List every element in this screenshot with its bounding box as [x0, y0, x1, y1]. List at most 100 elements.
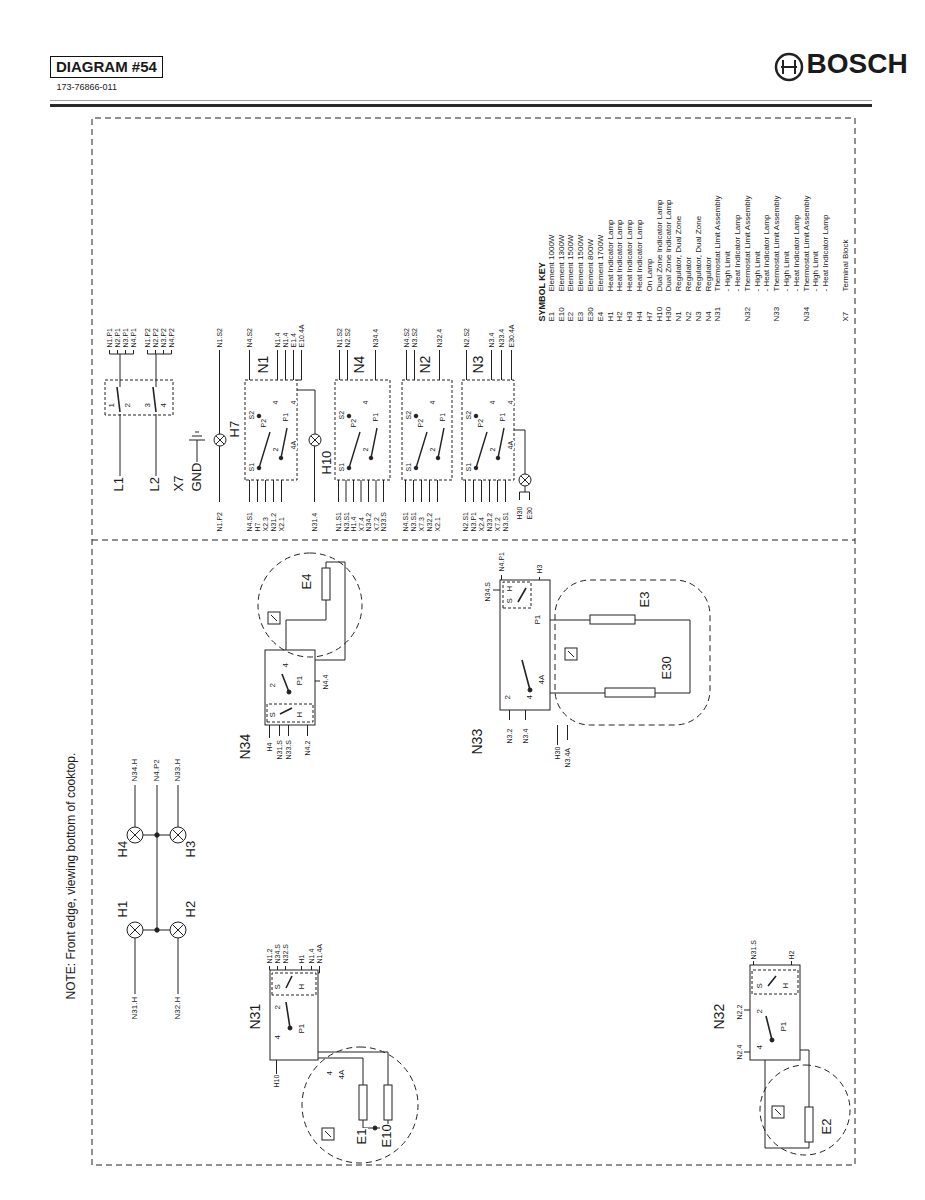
terminal-label: P2 [477, 418, 484, 428]
terminal-label: P1 [296, 675, 304, 686]
circle-symbol [760, 1065, 850, 1155]
outline-rect [752, 970, 798, 994]
wire-path [349, 428, 377, 468]
circle-symbol [302, 1047, 418, 1163]
wire-label: N32.4 [436, 328, 443, 348]
wire-label: X2.1 [434, 517, 441, 532]
wire-label: N1.4 [308, 948, 315, 964]
terminal-label: S2 [338, 410, 345, 420]
part-name: N4 [352, 355, 366, 374]
part-name: GND [190, 462, 203, 492]
key-text: N32 [744, 306, 752, 322]
part-name: N3 [471, 355, 485, 374]
circle-symbol [373, 1126, 377, 1130]
symbol-group [414, 414, 444, 470]
wire-label: E30 [526, 507, 533, 520]
key-text: Dual Zone Indicator Lamp [665, 199, 673, 292]
wire-label: E1.4 [290, 333, 297, 348]
wire-label: N33.S [380, 512, 387, 532]
key-text: - High Limit [724, 251, 732, 292]
terminal-label: P1 [298, 1023, 306, 1034]
terminal-label: 4 [489, 400, 496, 405]
part-name: L2 [148, 477, 161, 492]
terminal-label: H [506, 585, 514, 592]
wire-label: N33.H [174, 758, 182, 782]
key-text: H3 [626, 311, 634, 322]
key-text: On Lamp [646, 258, 654, 292]
wire-path [318, 1052, 388, 1128]
note-text: NOTE: Front edge, viewing bottom of cook… [65, 752, 77, 1000]
wire-path [325, 1131, 331, 1137]
key-text: H10 [656, 306, 664, 322]
wire-label: H1.4 [350, 516, 357, 532]
wire-label: N1.P2 [144, 328, 151, 348]
terminal-label: P1 [780, 1021, 788, 1032]
wire-label: X7.3 [418, 517, 425, 532]
wire-path [568, 651, 574, 657]
wire-path [286, 976, 292, 1028]
wire-label: N33.S [285, 740, 292, 760]
outline-rect [50, 104, 872, 107]
circle-symbol [257, 414, 261, 418]
wire-label: N4.S2 [403, 328, 410, 348]
key-text: H1 [607, 311, 615, 322]
wire-path [744, 961, 792, 1052]
wire-label: N32.2 [426, 512, 433, 532]
key-text: N34 [803, 306, 811, 322]
wire-path [476, 428, 504, 468]
wire-path [406, 480, 438, 502]
wire-path [775, 1109, 781, 1115]
key-text: Heat Indicator Lamp [616, 219, 624, 292]
key-text: N31 [714, 306, 722, 322]
terminal-label: 2 [756, 1009, 764, 1014]
terminal-label: 2 [272, 447, 279, 452]
wire-label: X2.3 [262, 517, 269, 532]
terminal-label: S1 [405, 462, 412, 472]
terminal-label: 1 [108, 403, 116, 408]
wire-label: N3.S1 [410, 512, 417, 532]
wire-label: N4.2 [304, 740, 311, 756]
part-name: N2 [418, 355, 432, 374]
terminal-label: 4A [538, 674, 546, 685]
wire-label: N3.S1 [343, 512, 350, 532]
wire-label: N2.P1 [114, 328, 121, 348]
outline-rect [462, 380, 514, 480]
terminal-label: 2 [489, 447, 496, 452]
key-text: - Heat Indicator Lamp [763, 214, 771, 292]
circle-symbol [414, 414, 418, 418]
wire-label: E30.4A [508, 324, 515, 348]
key-text: Thermostat Limit Assembly [744, 195, 752, 292]
wire-label: N2.4 [736, 1044, 743, 1060]
terminal-label: S2 [465, 410, 472, 420]
wire-path [148, 350, 172, 387]
outline-rect [503, 582, 531, 608]
title-box: DIAGRAM #54 [50, 56, 163, 78]
terminal-label: H [296, 711, 304, 718]
indicator-lamps [127, 785, 186, 994]
wire-label: N2.2 [736, 1004, 743, 1020]
wire-label: N3.2 [506, 728, 513, 744]
title-text: DIAGRAM #54 [56, 58, 157, 76]
terminal-label: 2 [274, 1005, 282, 1010]
wire-label: N3.P2 [160, 328, 167, 348]
wire-label: N3.P1 [122, 328, 129, 348]
outline-rect [268, 612, 280, 624]
terminal-label: P2 [350, 418, 357, 428]
terminal-label: 4 [362, 400, 369, 405]
terminal-label: 4 [290, 400, 297, 405]
wire-label: N1.S2 [216, 328, 223, 348]
terminal-label: S [269, 712, 277, 718]
circle-symbol [155, 833, 159, 837]
wire-label: N2.S1 [462, 512, 469, 532]
key-text: Thermostat Limit Assembly [803, 195, 811, 292]
wire-label: N4.4 [322, 674, 329, 690]
outline-rect [590, 615, 635, 624]
key-text: E1 [548, 311, 556, 322]
outline-rect [384, 1085, 392, 1120]
key-text: Thermostat Limit Assembly [714, 195, 722, 292]
key-text: Element 1500W [577, 234, 585, 292]
wire-path [271, 615, 277, 621]
terminal-label: H [782, 982, 790, 989]
outline-rect [500, 580, 550, 710]
